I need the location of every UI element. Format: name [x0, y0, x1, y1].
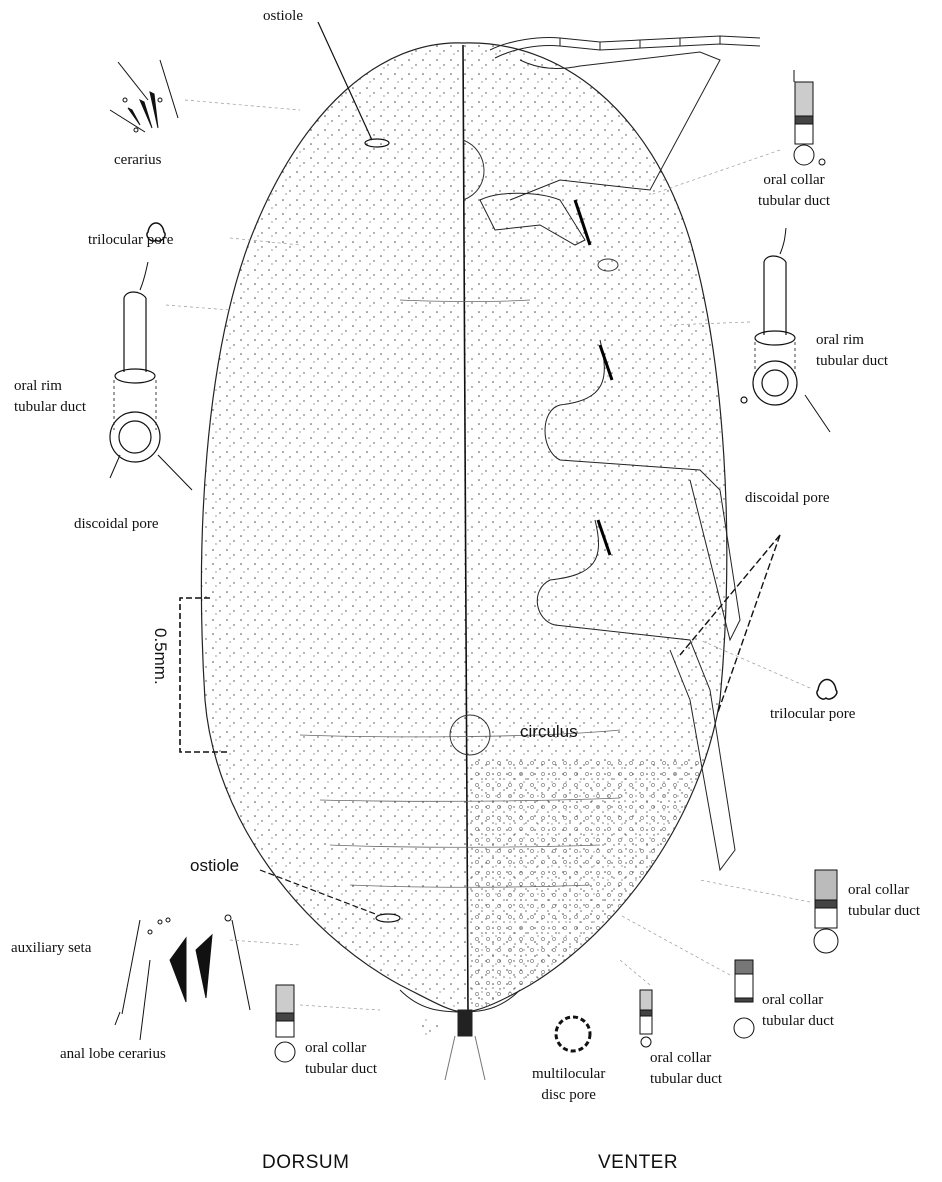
label-line-2: tubular duct: [848, 901, 920, 922]
label-line-2: tubular duct: [650, 1069, 722, 1090]
label-oral-collar-tubular-duct-right-top: oral collar tubular duct: [758, 170, 830, 212]
body-outline: [201, 43, 750, 1020]
label-scale: 0.5mm.: [150, 628, 170, 685]
label-trilocular-pore-left: trilocular pore: [88, 230, 173, 251]
cerarius-inset: [110, 60, 178, 132]
label-multilocular-disc-pore: multilocular disc pore: [532, 1064, 605, 1106]
label-auxiliary-seta: auxiliary seta: [11, 938, 91, 959]
label-cerarius: cerarius: [114, 150, 161, 171]
label-anal-lobe-cerarius: anal lobe cerarius: [60, 1044, 166, 1065]
label-oral-collar-tubular-duct-ventral-mid: oral collar tubular duct: [650, 1048, 722, 1090]
label-line-2: tubular duct: [305, 1059, 377, 1080]
label-line-1: oral collar: [758, 170, 830, 191]
label-oral-rim-tubular-duct-left: oral rim tubular duct: [14, 376, 86, 418]
label-ostiole-top: ostiole: [263, 6, 303, 27]
oral-rim-duct-icon-left: [110, 262, 192, 490]
trilocular-icon-right: [817, 680, 837, 700]
label-line-1: oral collar: [848, 880, 920, 901]
label-oral-collar-tubular-duct-right-lower: oral collar tubular duct: [848, 880, 920, 922]
multilocular-disc-pore-icon: [556, 1017, 590, 1051]
caption-venter: VENTER: [598, 1152, 678, 1174]
label-ostiole-bottom: ostiole: [190, 856, 239, 876]
oral-collar-duct-icon-right-top: [794, 70, 825, 165]
oral-collar-duct-icon-ventral-mid: [640, 990, 652, 1047]
oral-collar-duct-icon-right-lower: [814, 870, 838, 953]
label-line-2: tubular duct: [14, 397, 86, 418]
label-oral-rim-tubular-duct-right: oral rim tubular duct: [816, 330, 888, 372]
label-discoidal-pore-right: discoidal pore: [745, 488, 830, 509]
label-line-1: multilocular: [532, 1064, 605, 1085]
label-circulus: circulus: [520, 722, 578, 742]
label-trilocular-pore-right: trilocular pore: [770, 704, 855, 725]
label-oral-collar-tubular-duct-dorsal: oral collar tubular duct: [305, 1038, 377, 1080]
label-line-2: disc pore: [532, 1085, 605, 1106]
label-line-1: oral collar: [650, 1048, 722, 1069]
anal-lobe-cerarius-inset: [115, 915, 250, 1040]
oral-collar-duct-icon-dorsal: [275, 985, 295, 1062]
label-line-1: oral rim: [816, 330, 888, 351]
caption-dorsum: DORSUM: [262, 1152, 349, 1174]
label-line-2: tubular duct: [758, 191, 830, 212]
label-line-1: oral collar: [762, 990, 834, 1011]
label-line-2: tubular duct: [762, 1011, 834, 1032]
label-oral-collar-tubular-duct-right-bottom: oral collar tubular duct: [762, 990, 834, 1032]
label-discoidal-pore-left: discoidal pore: [74, 514, 159, 535]
label-line-1: oral rim: [14, 376, 86, 397]
label-line-1: oral collar: [305, 1038, 377, 1059]
oral-collar-duct-icon-right-bottom: [734, 960, 754, 1038]
label-line-2: tubular duct: [816, 351, 888, 372]
